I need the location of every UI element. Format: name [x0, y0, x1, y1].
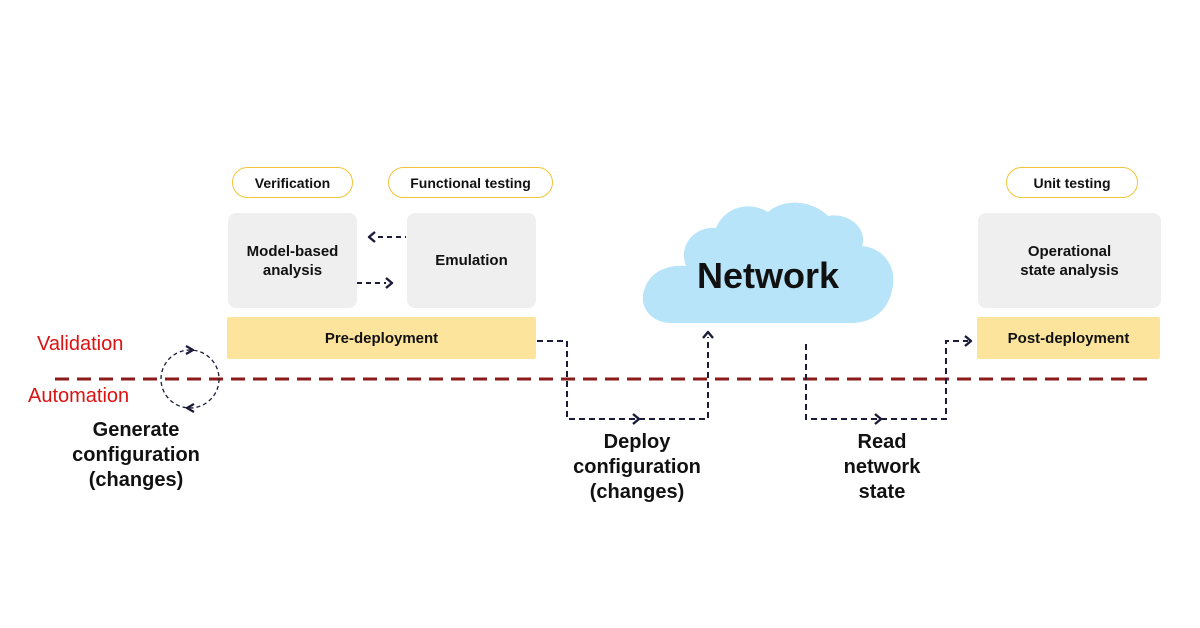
deploy-arrow-mid	[632, 413, 641, 425]
operational-state-analysis-box: Operational state analysis	[978, 213, 1161, 308]
model-based-analysis-line-1: Model-based	[246, 242, 339, 260]
unit-testing-tag: Unit testing	[1006, 167, 1138, 198]
generate-configuration-label: Generate configuration (changes)	[56, 418, 216, 493]
generate-line-1: Generate	[92, 419, 180, 441]
operational-state-analysis-line-1: Operational	[1027, 242, 1112, 260]
read-network-state-label: Read network state	[812, 430, 952, 505]
read-line-2: network	[843, 456, 921, 478]
validation-label: Validation	[37, 333, 124, 355]
deploy-line-3: (changes)	[589, 481, 685, 503]
cycle-arrow-bottom	[185, 403, 195, 413]
deploy-arrow-up	[702, 330, 714, 339]
cycle-arrow-top	[185, 345, 195, 355]
emulation-box: Emulation	[407, 213, 536, 308]
model-based-analysis-box: Model-based analysis	[228, 213, 357, 308]
deploy-line-1: Deploy	[603, 431, 671, 453]
generate-line-3: (changes)	[88, 469, 184, 491]
read-line-1: Read	[857, 431, 907, 453]
read-connector	[805, 335, 973, 425]
operational-state-analysis-line-2: state analysis	[1020, 261, 1119, 279]
functional-testing-tag: Functional testing	[388, 167, 553, 198]
deploy-line-2: configuration	[573, 456, 701, 478]
pre-deployment-bar: Pre-deployment	[227, 317, 536, 359]
verification-tag: Verification	[232, 167, 353, 198]
post-deployment-bar: Post-deployment	[977, 317, 1160, 359]
network-cloud	[642, 202, 894, 323]
emulation-to-model-link	[367, 231, 406, 243]
deploy-configuration-label: Deploy configuration (changes)	[557, 430, 717, 505]
model-to-emulation-link	[357, 277, 394, 289]
emulation-label: Emulation	[435, 252, 508, 269]
automation-label: Automation	[28, 385, 130, 407]
deploy-connector	[537, 330, 714, 425]
read-arrow-mid	[874, 413, 883, 425]
model-based-analysis-line-2: analysis	[262, 261, 323, 279]
generate-cycle	[160, 345, 220, 413]
generate-line-2: configuration	[72, 444, 200, 466]
read-arrow-end	[964, 335, 973, 347]
network-label: Network	[696, 255, 840, 296]
read-line-3: state	[858, 481, 906, 503]
